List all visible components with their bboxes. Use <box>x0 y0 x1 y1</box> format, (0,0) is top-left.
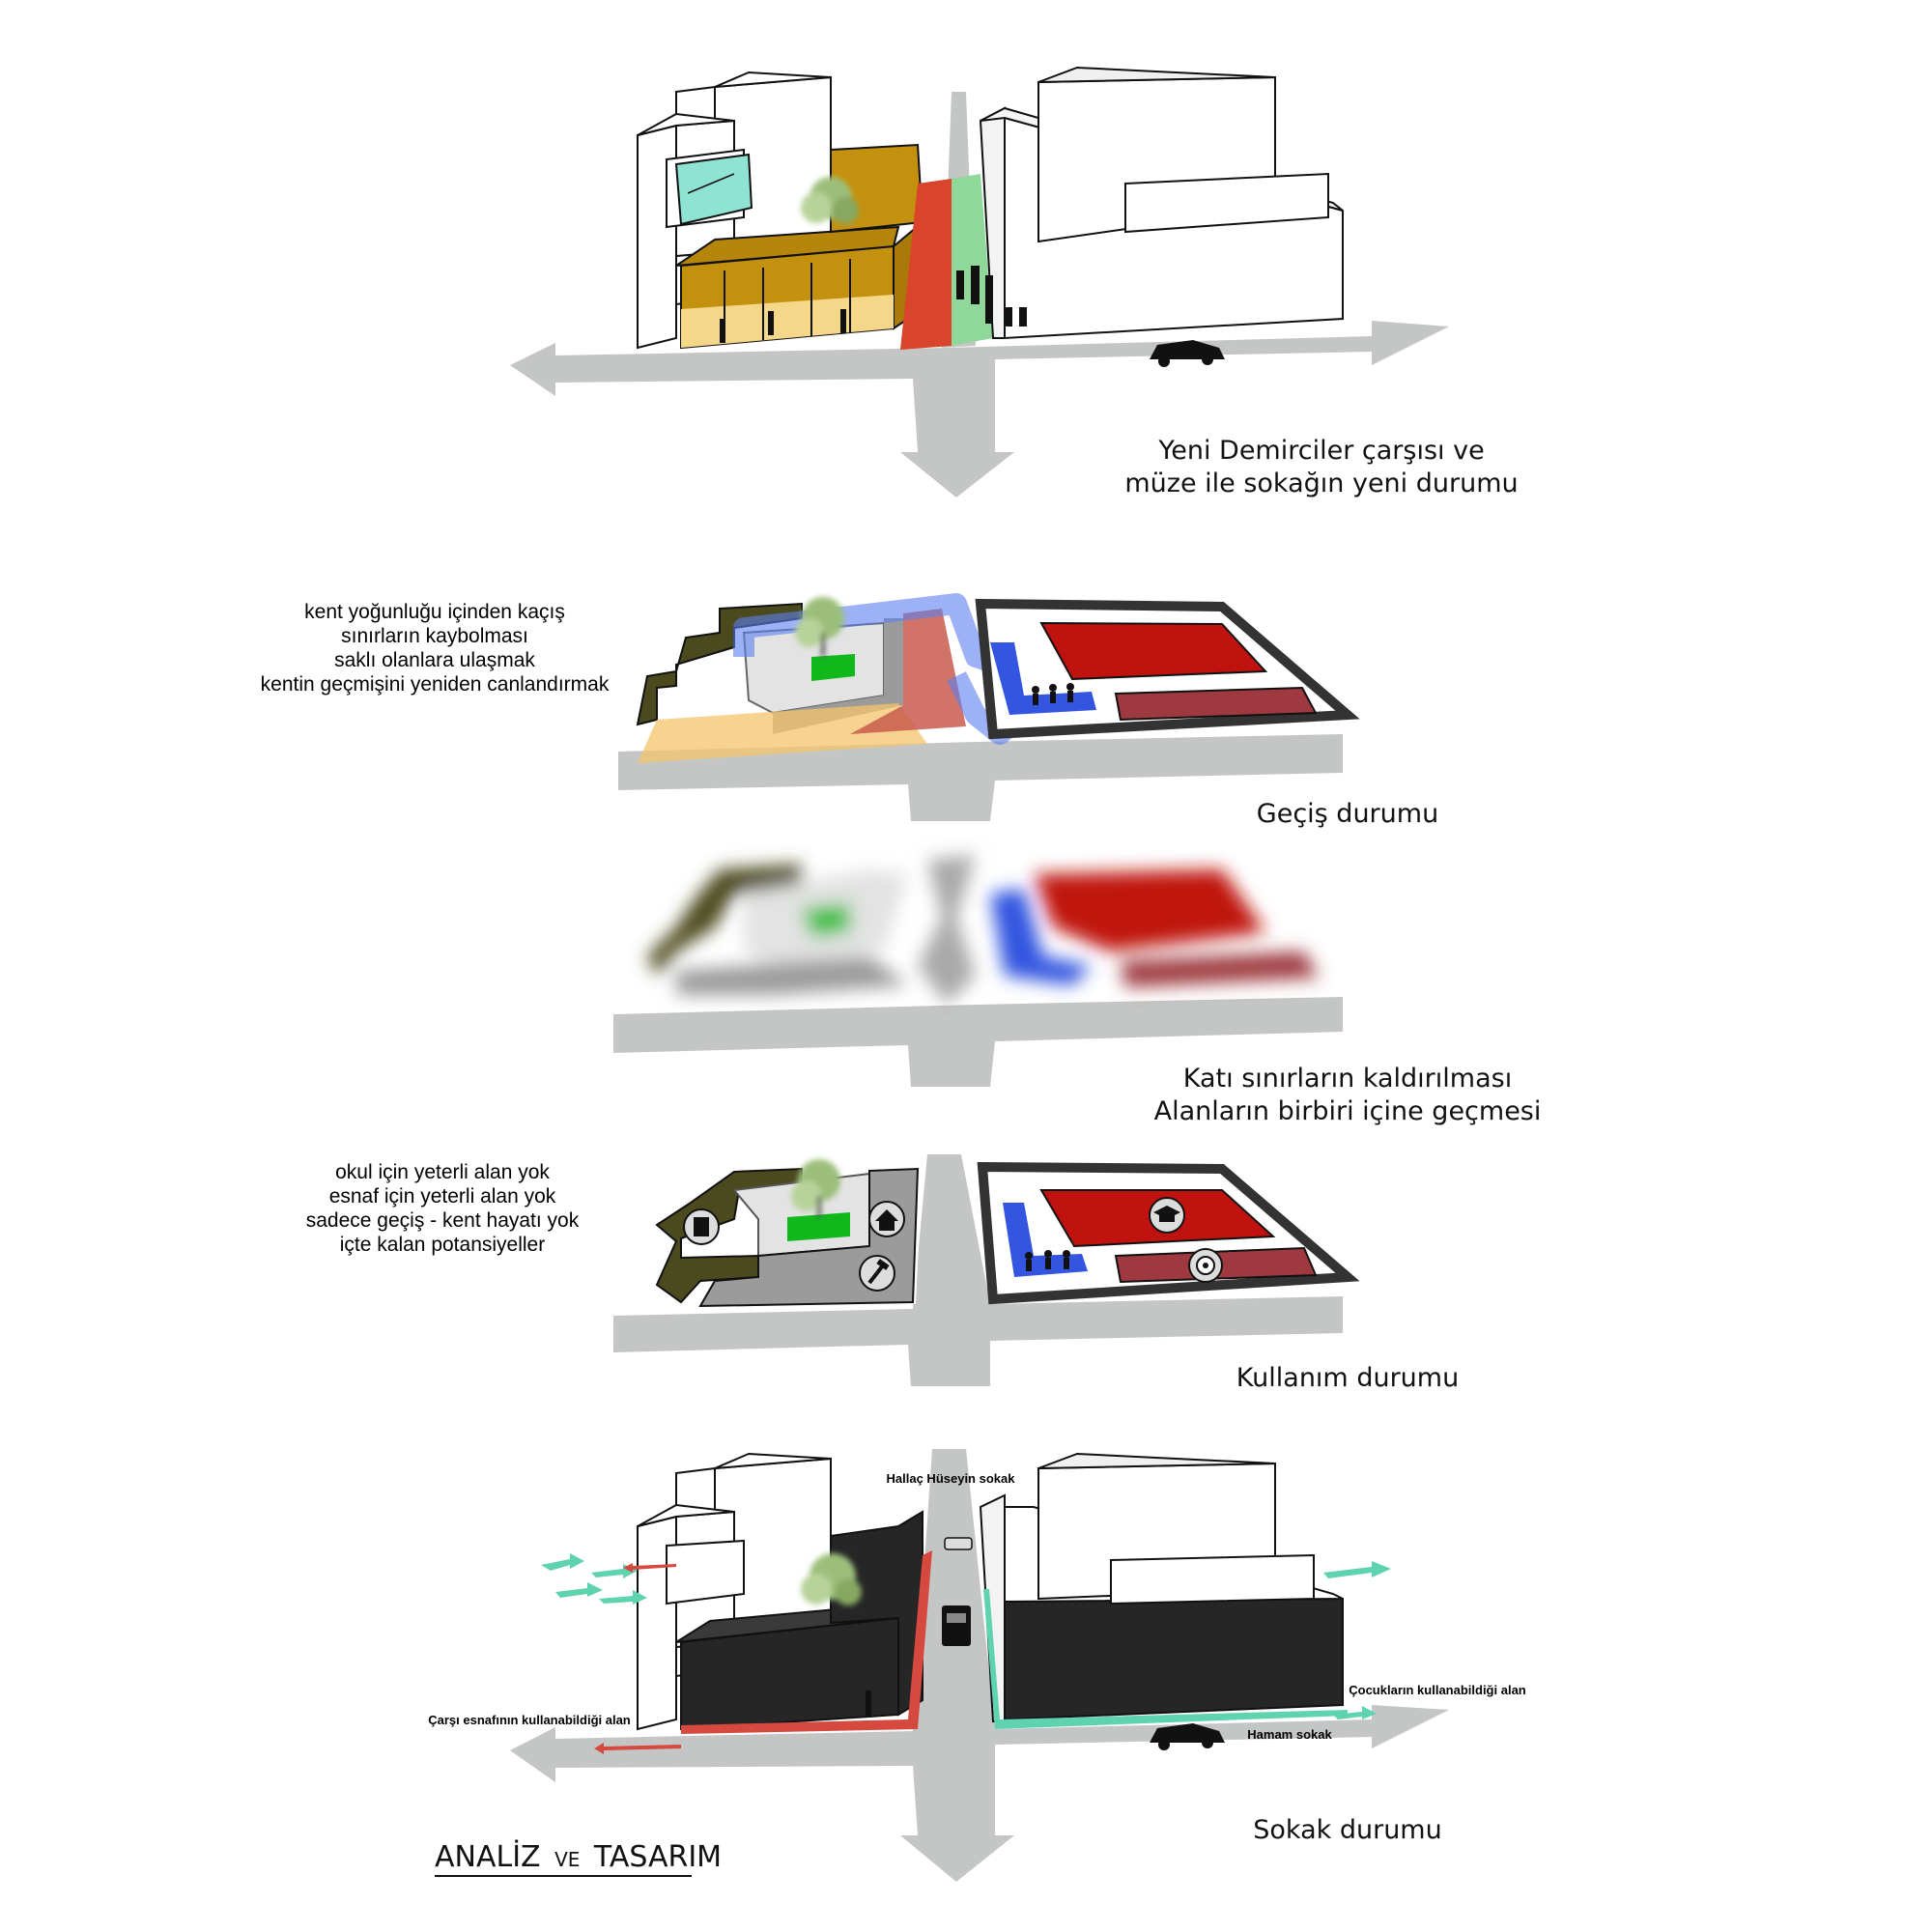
panel-4-road <box>613 1154 1343 1386</box>
panel-2-green-square <box>811 654 855 681</box>
panel-2-transition-state: kent yoğunluğu içinden kaçış sınırların … <box>261 593 1438 829</box>
football-icon <box>1188 1248 1223 1283</box>
panel-2-note-4: kentin geçmişini yeniden canlandırmak <box>261 673 610 696</box>
panel-2-notes: kent yoğunluğu içinden kaçış sınırların … <box>261 601 610 696</box>
children-icon <box>1032 683 1074 705</box>
tree-icon <box>791 1159 840 1217</box>
van-icon <box>942 1605 971 1646</box>
panel-5-right-building <box>979 1452 1344 1722</box>
tree-icon <box>801 1553 862 1605</box>
panel-5-teal-border <box>983 1589 1348 1729</box>
panel-2-yellow-zone <box>638 703 927 763</box>
panel-1-right-building <box>979 66 1344 340</box>
panel-3-caption-line-1: Katı sınırların kaldırılması <box>1183 1064 1512 1094</box>
panel-1-caption-line-2: müze ile sokağın yeni durumu <box>1124 469 1518 498</box>
panel-3-darkred-block <box>1121 952 1319 987</box>
panel-2-red-zone <box>850 609 966 734</box>
footer-title-analiz: ANALİZ <box>435 1839 541 1874</box>
tree-icon <box>795 597 844 657</box>
footer-title-text: ANALİZ VE TASARIM <box>435 1839 722 1874</box>
panel-3-boundaries-removed: Katı sınırların kaldırılması Alanların b… <box>613 855 1541 1126</box>
panel-2-darkred-block <box>1114 686 1318 722</box>
panel-2-note-3: saklı olanlara ulaşmak <box>334 649 535 671</box>
panel-1-people <box>720 266 1027 343</box>
building-icon <box>683 1208 720 1245</box>
panel-1-green-street <box>952 174 993 346</box>
panel-1-caption-line-1: Yeni Demirciler çarşısı ve <box>1157 436 1484 466</box>
house-icon <box>868 1201 905 1237</box>
pedestrian-icon <box>866 1690 871 1718</box>
children-icon <box>1025 1250 1070 1271</box>
panel-3-blue-patch <box>990 889 1092 985</box>
panel-2-road <box>618 734 1343 821</box>
panel-1-red-street <box>900 179 952 350</box>
panel-4-caption: Kullanım durumu <box>1236 1363 1459 1393</box>
footer-title: ANALİZ VE TASARIM <box>435 1839 722 1877</box>
car-icon <box>1150 340 1225 367</box>
tree-icon <box>801 177 859 224</box>
street-label-hamam: Hamam sokak <box>1247 1727 1332 1742</box>
hammer-icon <box>859 1255 895 1292</box>
footer-title-ve: VE <box>554 1848 580 1871</box>
panel-3-olive-block <box>647 865 802 976</box>
panel-5-left-black-block <box>675 1510 923 1731</box>
panel-4-notes: okul için yeterli alan yok esnaf için ye… <box>306 1161 580 1256</box>
panel-4-usage-state: okul için yeterli alan yok esnaf için ye… <box>306 1154 1459 1393</box>
panel-4-green-square <box>787 1212 850 1241</box>
footer-title-tasarim: TASARIM <box>593 1840 722 1874</box>
street-label-hallac-huseyin: Hallaç Hüseyin sokak <box>887 1471 1016 1486</box>
panel-4-note-1: okul için yeterli alan yok <box>335 1161 550 1183</box>
panel-4-note-2: esnaf için yeterli alan yok <box>329 1185 556 1208</box>
panel-3-red-block <box>1034 869 1265 952</box>
panel-5-road <box>510 1449 1449 1882</box>
panel-3-green-patch <box>802 903 850 937</box>
small-car-icon <box>944 1537 973 1550</box>
car-icon <box>1150 1723 1225 1750</box>
panel-3-grey-waves <box>918 855 976 1005</box>
panel-4-note-4: içte kalan potansiyeller <box>340 1234 545 1256</box>
panel-3-grey-band <box>676 956 908 995</box>
panel-5-street-state: Hallaç Hüseyin sokak Çarşı esnafının kul… <box>428 1449 1526 1882</box>
panel-5-flow-arrows <box>541 1553 1391 1754</box>
panel-2-caption: Geçiş durumu <box>1257 799 1438 829</box>
panel-2-red-block <box>1039 621 1268 681</box>
panel-3-caption-line-2: Alanların birbiri içine geçmesi <box>1154 1096 1542 1126</box>
area-label-children: Çocukların kullanabildiği alan <box>1349 1683 1526 1697</box>
area-label-bazaar-traders: Çarşı esnafının kullanabildiği alan <box>428 1713 631 1727</box>
panel-2-note-2: sınırların kaybolması <box>341 625 528 647</box>
panel-3-road <box>613 997 1343 1087</box>
panel-5-caption: Sokak durumu <box>1253 1815 1441 1845</box>
panel-4-note-3: sadece geçiş - kent hayatı yok <box>306 1209 580 1232</box>
panel-2-note-1: kent yoğunluğu içinden kaçış <box>304 601 565 623</box>
graduation-cap-icon <box>1149 1197 1185 1234</box>
panel-1-glass-museum <box>674 153 753 226</box>
panel-1-new-state: Yeni Demirciler çarşısı ve müze ile soka… <box>510 66 1519 498</box>
